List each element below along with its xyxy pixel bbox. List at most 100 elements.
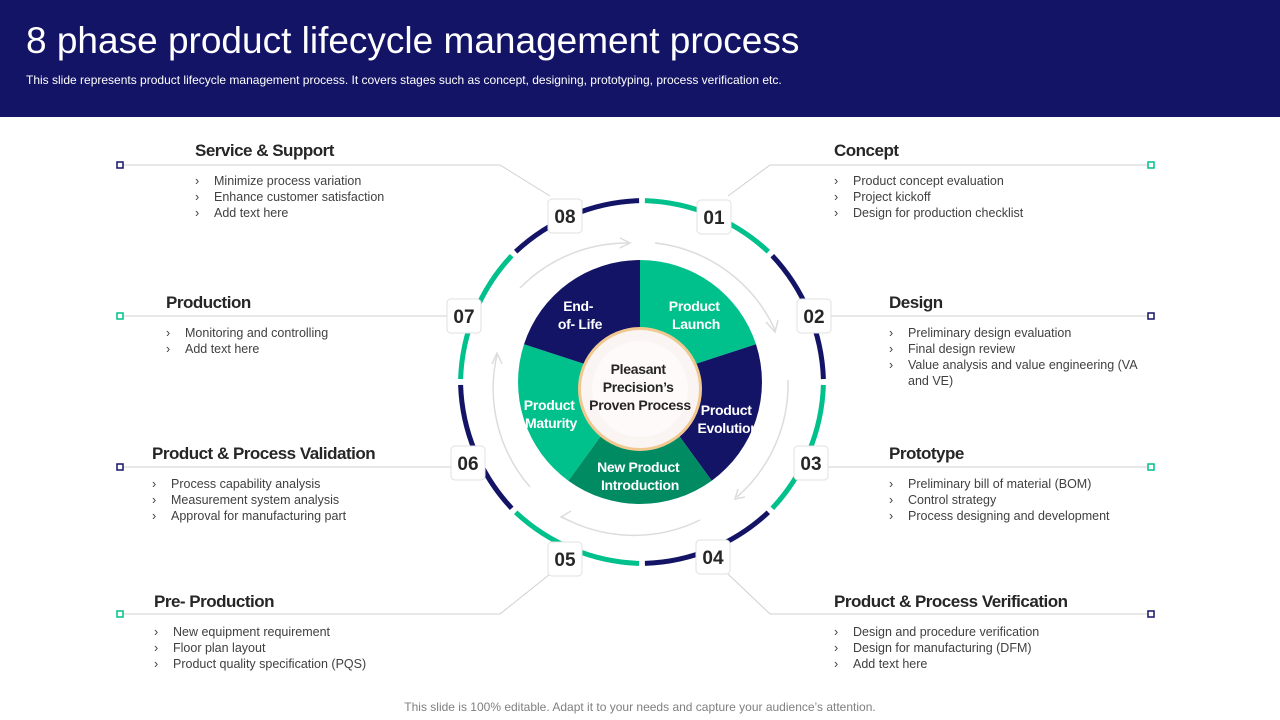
phase-title: Design	[889, 293, 943, 312]
phase-block-product-process-validation: Product & Process Validation Process cap…	[152, 444, 442, 524]
phase-items: Product concept evaluation Project kicko…	[834, 173, 1154, 221]
phase-items: Process capability analysis Measurement …	[152, 476, 442, 524]
phase-number-badges: 01 02 03 04 05 06 07 08	[446, 198, 832, 577]
phase-title: Prototype	[889, 444, 964, 463]
cycle-arrow-head	[491, 351, 503, 365]
cycle-arrow-head	[733, 488, 746, 500]
phase-item: Measurement system analysis	[152, 492, 442, 508]
wheel-label-product-maturity: Product Maturity	[524, 397, 578, 431]
endpoint-square	[116, 610, 124, 618]
phase-item: Final design review	[889, 341, 1154, 357]
center-label: Pleasant Precision’s Proven Process	[589, 361, 691, 413]
endpoint-square	[1147, 463, 1155, 471]
endpoint-square	[116, 463, 124, 471]
phase-number-badge-06: 06	[450, 445, 486, 481]
phase-number-badge-01: 01	[696, 199, 732, 235]
phase-title: Product & Process Verification	[834, 592, 1068, 611]
phase-items: Preliminary bill of material (BOM) Contr…	[889, 476, 1154, 524]
phase-item: Process designing and development	[889, 508, 1154, 524]
cycle-arrow	[736, 379, 789, 498]
wheel-label-product-evolution: Product Evolution	[697, 402, 758, 436]
phase-block-product-process-verification: Product & Process Verification Design an…	[834, 592, 1154, 672]
phase-number-badge-08: 08	[547, 198, 583, 234]
phase-item: Design and procedure verification	[834, 624, 1154, 640]
phase-number-badge-07: 07	[446, 298, 482, 334]
phase-items: Monitoring and controlling Add text here	[166, 325, 436, 357]
wheel-label-new-product-introduction: New Product Introduction	[597, 459, 683, 493]
endpoint-square	[1147, 161, 1155, 169]
phase-title: Product & Process Validation	[152, 444, 376, 463]
phase-item: Approval for manufacturing part	[152, 508, 442, 524]
phase-item: Add text here	[166, 341, 436, 357]
svg-text:05: 05	[554, 550, 576, 571]
phase-item: Enhance customer satisfaction	[195, 189, 495, 205]
phase-item: Product concept evaluation	[834, 173, 1154, 189]
phase-item: Product quality specification (PQS)	[154, 656, 474, 672]
cycle-arrow-head	[619, 237, 632, 249]
phase-item: New equipment requirement	[154, 624, 474, 640]
cycle-arrow	[492, 354, 531, 488]
wheel-label-product-launch: Product Launch	[669, 298, 723, 332]
phase-item: Control strategy	[889, 492, 1154, 508]
svg-text:02: 02	[803, 307, 824, 328]
header-banner: 8 phase product lifecycle management pro…	[0, 0, 1280, 117]
connector-line-05	[122, 573, 551, 615]
center-hub	[578, 327, 702, 451]
phase-item: Add text here	[195, 205, 495, 221]
svg-text:08: 08	[554, 207, 575, 228]
phase-items: Minimize process variation Enhance custo…	[195, 173, 495, 221]
phase-number-badge-05: 05	[547, 541, 583, 577]
wheel-label-end-of-life: End- of- Life	[558, 298, 603, 332]
connector-line-04	[727, 573, 1150, 615]
phase-item: Design for manufacturing (DFM)	[834, 640, 1154, 656]
cycle-arrow-head	[765, 319, 779, 334]
phase-item: Preliminary design evaluation	[889, 325, 1154, 341]
phase-block-service-support: Service & Support Minimize process varia…	[195, 141, 495, 221]
page-subtitle: This slide represents product lifecycle …	[26, 73, 782, 87]
endpoint-square	[1147, 312, 1155, 320]
phase-item: Value analysis and value engineering (VA…	[889, 357, 1154, 389]
endpoint-square	[116, 312, 124, 320]
phase-title: Concept	[834, 141, 899, 160]
phase-item: Floor plan layout	[154, 640, 474, 656]
connector-line-01	[727, 164, 1150, 197]
connector-endpoints	[116, 161, 1155, 618]
phase-item: Monitoring and controlling	[166, 325, 436, 341]
endpoint-square	[116, 161, 124, 169]
footer-note: This slide is 100% editable. Adapt it to…	[404, 700, 876, 714]
svg-text:04: 04	[702, 548, 724, 569]
phase-item: Process capability analysis	[152, 476, 442, 492]
cycle-arrow	[654, 242, 776, 331]
svg-text:01: 01	[703, 208, 725, 229]
phase-item: Preliminary bill of material (BOM)	[889, 476, 1154, 492]
connector-line-08	[122, 164, 551, 197]
phase-block-production: Production Monitoring and controlling Ad…	[166, 293, 436, 357]
cycle-arrow	[561, 516, 701, 537]
endpoint-square	[1147, 610, 1155, 618]
phase-block-pre-production: Pre- Production New equipment requiremen…	[154, 592, 474, 672]
cycle-arrow	[519, 242, 629, 289]
phase-title: Production	[166, 293, 251, 312]
phase-item: Design for production checklist	[834, 205, 1154, 221]
phase-block-design: Design Preliminary design evaluation Fin…	[889, 293, 1154, 389]
cycle-arrows	[491, 237, 789, 537]
phase-title: Service & Support	[195, 141, 334, 160]
phase-number-badge-02: 02	[796, 298, 832, 334]
phase-number-badge-04: 04	[695, 539, 731, 575]
center-disc-inner	[592, 341, 688, 437]
phase-block-prototype: Prototype Preliminary bill of material (…	[889, 444, 1154, 524]
cycle-arrow-head	[559, 510, 573, 523]
svg-text:03: 03	[800, 454, 821, 475]
phase-number-badge-03: 03	[793, 445, 829, 481]
phase-items: Design and procedure verification Design…	[834, 624, 1154, 672]
phase-items: New equipment requirement Floor plan lay…	[154, 624, 474, 672]
phase-block-concept: Concept Product concept evaluation Proje…	[834, 141, 1154, 221]
phase-item: Project kickoff	[834, 189, 1154, 205]
svg-text:07: 07	[453, 307, 474, 328]
phase-items: Preliminary design evaluation Final desi…	[889, 325, 1154, 389]
page-title: 8 phase product lifecycle management pro…	[26, 20, 800, 61]
phase-title: Pre- Production	[154, 592, 275, 611]
phase-item: Minimize process variation	[195, 173, 495, 189]
svg-text:06: 06	[457, 454, 478, 475]
